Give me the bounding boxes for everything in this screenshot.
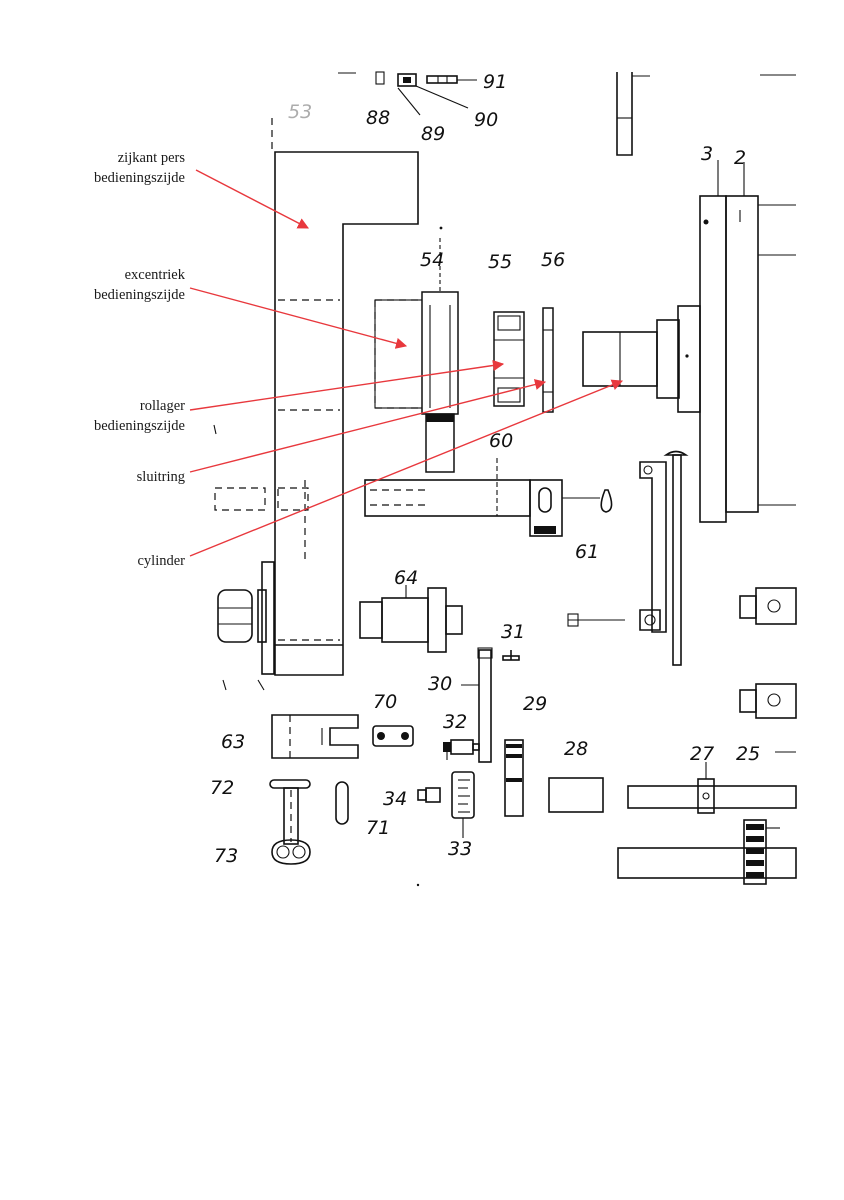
part-number: 3 [701, 143, 713, 165]
label-sluitring: sluitring [137, 469, 185, 485]
part-number: 33 [448, 838, 472, 860]
part-number: 27 [690, 743, 714, 765]
label-excentriek-line1: excentriek [125, 267, 186, 283]
part-number: 61 [575, 541, 599, 563]
label-excentriek-line2: bedieningszijde [94, 287, 185, 303]
label-cylinder: cylinder [137, 553, 185, 569]
part-number: 71 [366, 817, 390, 839]
part-number: 54 [420, 249, 444, 271]
part-number: 32 [443, 711, 467, 733]
callout-labels: zijkant pers bedieningszijde excentriek … [94, 150, 186, 569]
arrow-zijkant [195, 169, 309, 229]
label-zijkant-line1: zijkant pers [118, 150, 186, 166]
part-number: 53 [288, 101, 312, 123]
drawing-linework [213, 71, 797, 887]
part-number: 91 [483, 71, 507, 93]
arrow-sluitring [189, 379, 547, 473]
part-number: 25 [736, 743, 760, 765]
label-rollager-line2: bedieningszijde [94, 418, 185, 434]
arrow-excentriek [189, 287, 408, 349]
part-number: 31 [501, 621, 525, 643]
part-number: 89 [421, 123, 445, 145]
arrow-cylinder [189, 379, 624, 557]
part-number: 56 [541, 249, 565, 271]
part-number: 64 [394, 567, 418, 589]
label-zijkant-line2: bedieningszijde [94, 170, 185, 186]
part-number: 55 [488, 251, 512, 273]
part-number: 60 [489, 430, 513, 452]
arrow-rollager [189, 359, 505, 411]
part-number: 34 [383, 788, 407, 810]
part-number: 29 [523, 693, 547, 715]
part-number: 88 [366, 107, 390, 129]
part-number: 2 [734, 147, 746, 169]
part-number: 30 [428, 673, 452, 695]
part-number: 73 [214, 845, 238, 867]
label-rollager-line1: rollager [140, 398, 185, 414]
part-number: 28 [564, 738, 588, 760]
part-number: 90 [474, 109, 498, 131]
callout-arrows [189, 169, 624, 557]
part-number: 63 [221, 731, 245, 753]
part-number: 72 [210, 777, 234, 799]
part-numbers: 91 88 89 90 53 3 2 54 55 56 60 61 64 31 … [210, 71, 760, 867]
part-number: 70 [373, 691, 397, 713]
